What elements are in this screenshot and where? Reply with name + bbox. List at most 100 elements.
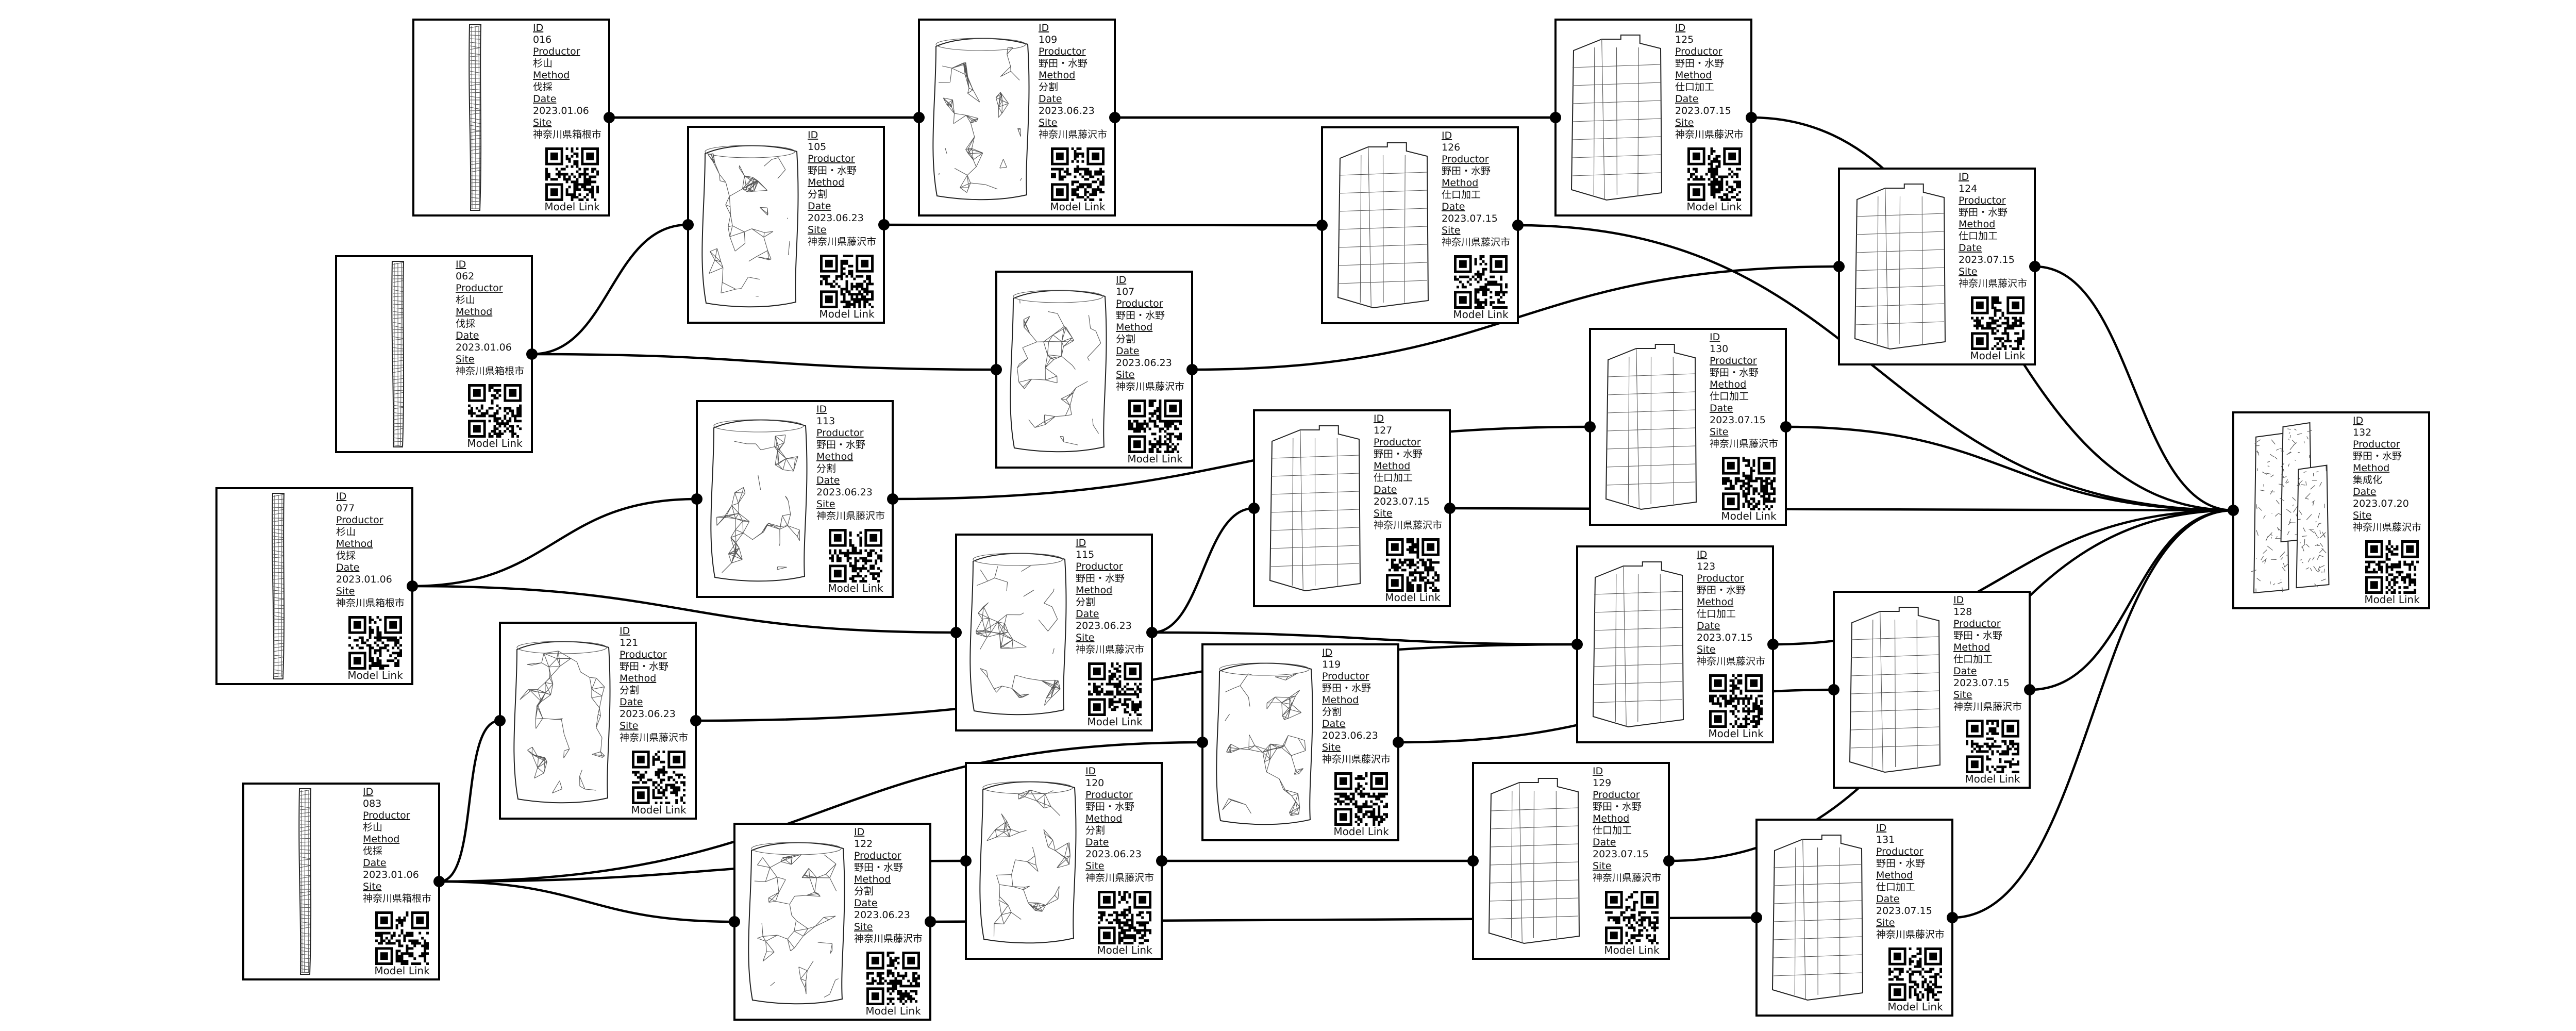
id-label: ID xyxy=(363,786,373,797)
site-value: 神奈川県藤沢市 xyxy=(1593,872,1661,884)
id-label: ID xyxy=(1593,766,1603,777)
qr-code-016[interactable] xyxy=(545,147,599,201)
id-value: 123 xyxy=(1697,561,1715,572)
qr-code-113[interactable] xyxy=(829,529,882,583)
card-130: ID130Productor野田・水野Method仕口加工Date2023.07… xyxy=(1590,329,1786,525)
id-value: 126 xyxy=(1442,142,1460,153)
model-link[interactable]: Model Link xyxy=(828,582,883,594)
site-value: 神奈川県藤沢市 xyxy=(1876,929,1945,940)
site-value: 神奈川県藤沢市 xyxy=(1039,129,1107,140)
model-link[interactable]: Model Link xyxy=(1686,201,1742,213)
model-link[interactable]: Model Link xyxy=(1721,510,1777,522)
date-value: 2023.06.23 xyxy=(1322,730,1378,741)
model-link[interactable]: Model Link xyxy=(1453,308,1509,321)
method-label: Method xyxy=(1959,219,1995,230)
model-link[interactable]: Model Link xyxy=(1385,591,1441,604)
site-label: Site xyxy=(1039,117,1057,128)
model-link[interactable]: Model Link xyxy=(1604,944,1660,956)
site-value: 神奈川県藤沢市 xyxy=(1076,644,1144,655)
card-131: ID131Productor野田・水野Method仕口加工Date2023.07… xyxy=(1757,820,1952,1016)
out-port-120 xyxy=(1156,855,1167,867)
qr-code-083[interactable] xyxy=(375,911,429,965)
model-link[interactable]: Model Link xyxy=(865,1005,921,1017)
model-link[interactable]: Model Link xyxy=(347,669,403,681)
method-label: Method xyxy=(816,451,853,462)
date-value: 2023.06.23 xyxy=(620,708,676,720)
out-port-128 xyxy=(2024,684,2035,695)
date-value: 2023.06.23 xyxy=(1116,357,1172,369)
model-link[interactable]: Model Link xyxy=(374,965,430,977)
qr-code-128[interactable] xyxy=(1966,720,2019,773)
model-link[interactable]: Model Link xyxy=(1333,825,1389,838)
site-value: 神奈川県藤沢市 xyxy=(854,933,923,944)
card-123: ID123Productor野田・水野Method仕口加工Date2023.07… xyxy=(1577,546,1773,742)
date-label: Date xyxy=(1076,608,1099,620)
model-link[interactable]: Model Link xyxy=(1970,350,2026,362)
model-link[interactable]: Model Link xyxy=(1050,201,1106,213)
qr-code-115[interactable] xyxy=(1088,662,1142,716)
model-link[interactable]: Model Link xyxy=(544,201,600,213)
site-value: 神奈川県藤沢市 xyxy=(1710,438,1778,450)
productor-label: Productor xyxy=(816,427,864,439)
wood-model-122 xyxy=(748,842,844,1004)
site-value: 神奈川県藤沢市 xyxy=(1675,129,1744,140)
out-port-121 xyxy=(690,715,701,726)
card-122: ID122Productor野田・水野Method分割Date2023.06.2… xyxy=(734,824,930,1020)
out-port-119 xyxy=(1393,737,1404,748)
model-link[interactable]: Model Link xyxy=(819,308,875,320)
id-label: ID xyxy=(1322,647,1332,658)
model-link[interactable]: Model Link xyxy=(2364,593,2420,606)
date-label: Date xyxy=(620,696,643,708)
edge-083-122 xyxy=(439,882,734,922)
model-link[interactable]: Model Link xyxy=(1087,716,1143,728)
site-value: 神奈川県藤沢市 xyxy=(1116,381,1184,392)
in-port-113 xyxy=(691,493,702,505)
model-link[interactable]: Model Link xyxy=(1708,727,1764,740)
qr-code-130[interactable] xyxy=(1722,457,1776,510)
date-value: 2023.07.15 xyxy=(1876,905,1932,917)
method-label: Method xyxy=(1953,642,1990,653)
card-132: ID132Productor野田・水野Method集成化Date2023.07.… xyxy=(2233,412,2429,608)
wood-model-109 xyxy=(933,38,1029,199)
date-label: Date xyxy=(1959,242,1982,254)
id-label: ID xyxy=(533,22,543,34)
model-link[interactable]: Model Link xyxy=(467,437,523,450)
productor-label: Productor xyxy=(1697,573,1744,584)
site-label: Site xyxy=(533,117,551,128)
qr-code-123[interactable] xyxy=(1709,674,1763,728)
method-value: 仕口加工 xyxy=(1953,654,1993,665)
model-link[interactable]: Model Link xyxy=(1097,944,1152,956)
in-port-131 xyxy=(1751,912,1762,923)
qr-code-107[interactable] xyxy=(1128,400,1182,453)
qr-code-129[interactable] xyxy=(1605,891,1659,944)
model-link[interactable]: Model Link xyxy=(1887,1001,1943,1013)
qr-code-077[interactable] xyxy=(348,616,402,670)
model-link[interactable]: Model Link xyxy=(1127,453,1183,465)
productor-value: 野田・水野 xyxy=(1959,207,2008,218)
qr-code-109[interactable] xyxy=(1051,147,1105,201)
card-129: ID129Productor野田・水野Method仕口加工Date2023.07… xyxy=(1473,763,1669,959)
method-value: 仕口加工 xyxy=(1876,882,1915,893)
date-value: 2023.06.23 xyxy=(1085,849,1142,860)
date-value: 2023.07.15 xyxy=(1593,849,1649,860)
site-value: 神奈川県藤沢市 xyxy=(1442,237,1510,248)
qr-code-126[interactable] xyxy=(1454,255,1508,309)
model-link[interactable]: Model Link xyxy=(631,804,687,816)
qr-code-105[interactable] xyxy=(820,255,874,308)
qr-code-132[interactable] xyxy=(2365,540,2419,594)
edge-062-107 xyxy=(532,354,996,370)
site-value: 神奈川県藤沢市 xyxy=(816,510,885,522)
qr-code-062[interactable] xyxy=(468,384,522,438)
in-port-109 xyxy=(913,112,925,123)
qr-code-121[interactable] xyxy=(632,751,685,804)
qr-code-120[interactable] xyxy=(1098,891,1151,944)
qr-code-122[interactable] xyxy=(866,952,920,1005)
qr-code-124[interactable] xyxy=(1971,296,2025,350)
qr-code-125[interactable] xyxy=(1687,147,1741,201)
model-link[interactable]: Model Link xyxy=(1965,773,2020,785)
qr-code-131[interactable] xyxy=(1888,947,1942,1001)
card-124: ID124Productor野田・水野Method仕口加工Date2023.07… xyxy=(1839,169,2035,364)
qr-code-127[interactable] xyxy=(1386,538,1440,592)
qr-code-119[interactable] xyxy=(1334,772,1388,826)
wood-model-105 xyxy=(702,145,798,307)
